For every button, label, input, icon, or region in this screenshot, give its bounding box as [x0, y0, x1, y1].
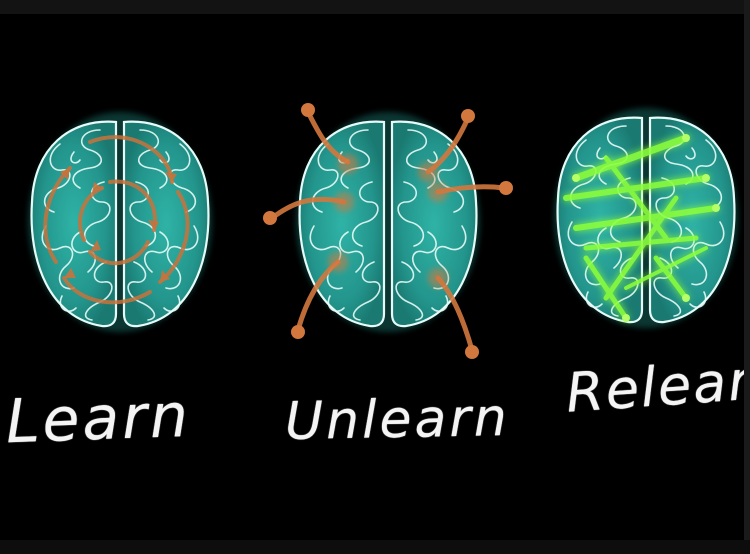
top-border: [0, 0, 750, 14]
bottom-border: [0, 540, 750, 554]
learn-brain-icon: [28, 112, 212, 332]
unlearn-brain-icon: [263, 103, 513, 359]
relearn-brain-icon: [554, 108, 738, 328]
right-border: [744, 0, 750, 554]
caption-unlearn: Unlearn: [284, 388, 511, 452]
caption-learn: Learn: [4, 380, 192, 458]
